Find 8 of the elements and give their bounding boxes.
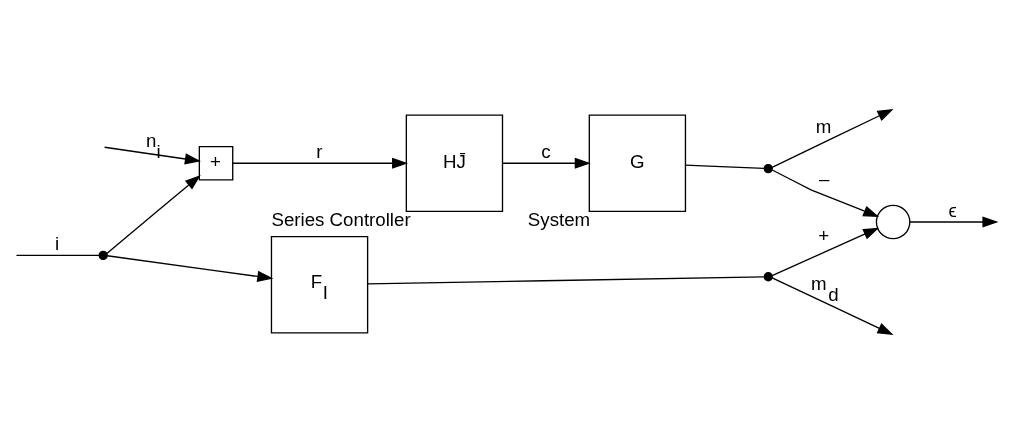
- edge-label: +: [818, 224, 830, 246]
- node-label: System: [527, 208, 591, 230]
- edge-label: r: [316, 140, 323, 162]
- edge-label: i: [55, 232, 60, 254]
- edge-label: –: [818, 167, 830, 189]
- edge-label: c: [541, 140, 551, 162]
- edge-label: ϵ: [948, 199, 957, 221]
- edge-label: m: [815, 115, 832, 137]
